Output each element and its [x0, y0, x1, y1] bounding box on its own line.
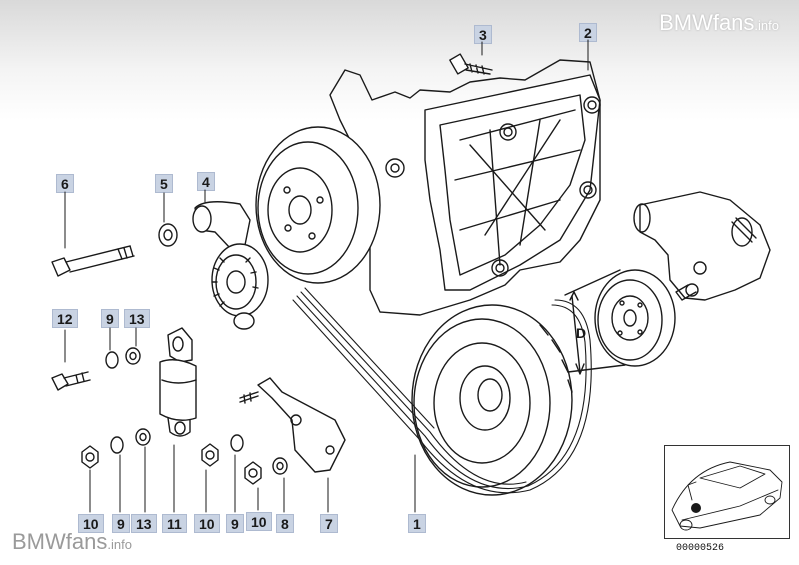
dimension-label-d: D	[576, 325, 587, 341]
watermark-bottom: BMWfans.info	[12, 529, 132, 555]
bracket-part-2	[385, 74, 601, 291]
washer-part-8	[272, 457, 288, 475]
callout-7[interactable]: 7	[320, 514, 338, 533]
washer-part-9-right	[230, 434, 244, 452]
inset-location-marker	[691, 503, 701, 513]
callout-11[interactable]: 11	[162, 514, 187, 533]
tensioner-part-4	[192, 201, 269, 330]
bolt-part-12	[51, 371, 91, 391]
damper-part-11	[159, 327, 197, 437]
nut-part-10-right	[244, 461, 262, 485]
callout-10-left[interactable]: 10	[78, 514, 104, 533]
bolt-part-6	[51, 245, 135, 277]
callout-12[interactable]: 12	[52, 309, 78, 328]
watermark-top-domain: .info	[754, 18, 779, 33]
callout-4[interactable]: 4	[197, 172, 215, 191]
watermark-bottom-domain: .info	[107, 537, 132, 552]
callout-1[interactable]: 1	[408, 514, 426, 533]
washer-part-5	[158, 223, 178, 247]
small-pulley	[564, 269, 676, 375]
drive-belt-part-1	[292, 287, 592, 494]
washer-part-9-mid	[110, 436, 124, 454]
bolt-part-3	[449, 53, 493, 75]
callout-13-top[interactable]: 13	[124, 309, 150, 328]
leader-lines	[64, 39, 589, 513]
watermark-top-brand: BMWfans	[659, 10, 755, 35]
watermark-bottom-brand: BMWfans	[12, 529, 108, 554]
watermark-top: BMWfans.info	[659, 10, 779, 36]
inset-car-sketch	[671, 461, 783, 531]
callout-10-right[interactable]: 10	[246, 512, 272, 531]
callout-5[interactable]: 5	[155, 174, 173, 193]
upper-pulley	[255, 126, 381, 284]
callout-10-mid[interactable]: 10	[194, 514, 220, 533]
nut-part-10-left	[81, 445, 99, 469]
callout-9-bottom-right[interactable]: 9	[226, 514, 244, 533]
callout-9-top[interactable]: 9	[101, 309, 119, 328]
callout-8[interactable]: 8	[276, 514, 294, 533]
washer-part-9-top	[105, 351, 119, 369]
nut-part-10-mid	[201, 443, 219, 467]
pump-assembly	[633, 191, 771, 301]
callout-9-bottom-left[interactable]: 9	[112, 514, 130, 533]
callout-3[interactable]: 3	[474, 25, 492, 44]
callout-13-bottom[interactable]: 13	[131, 514, 157, 533]
bracket-part-7	[239, 377, 346, 473]
crankshaft-pulley	[411, 304, 573, 496]
inset-code: 00000526	[676, 543, 725, 554]
